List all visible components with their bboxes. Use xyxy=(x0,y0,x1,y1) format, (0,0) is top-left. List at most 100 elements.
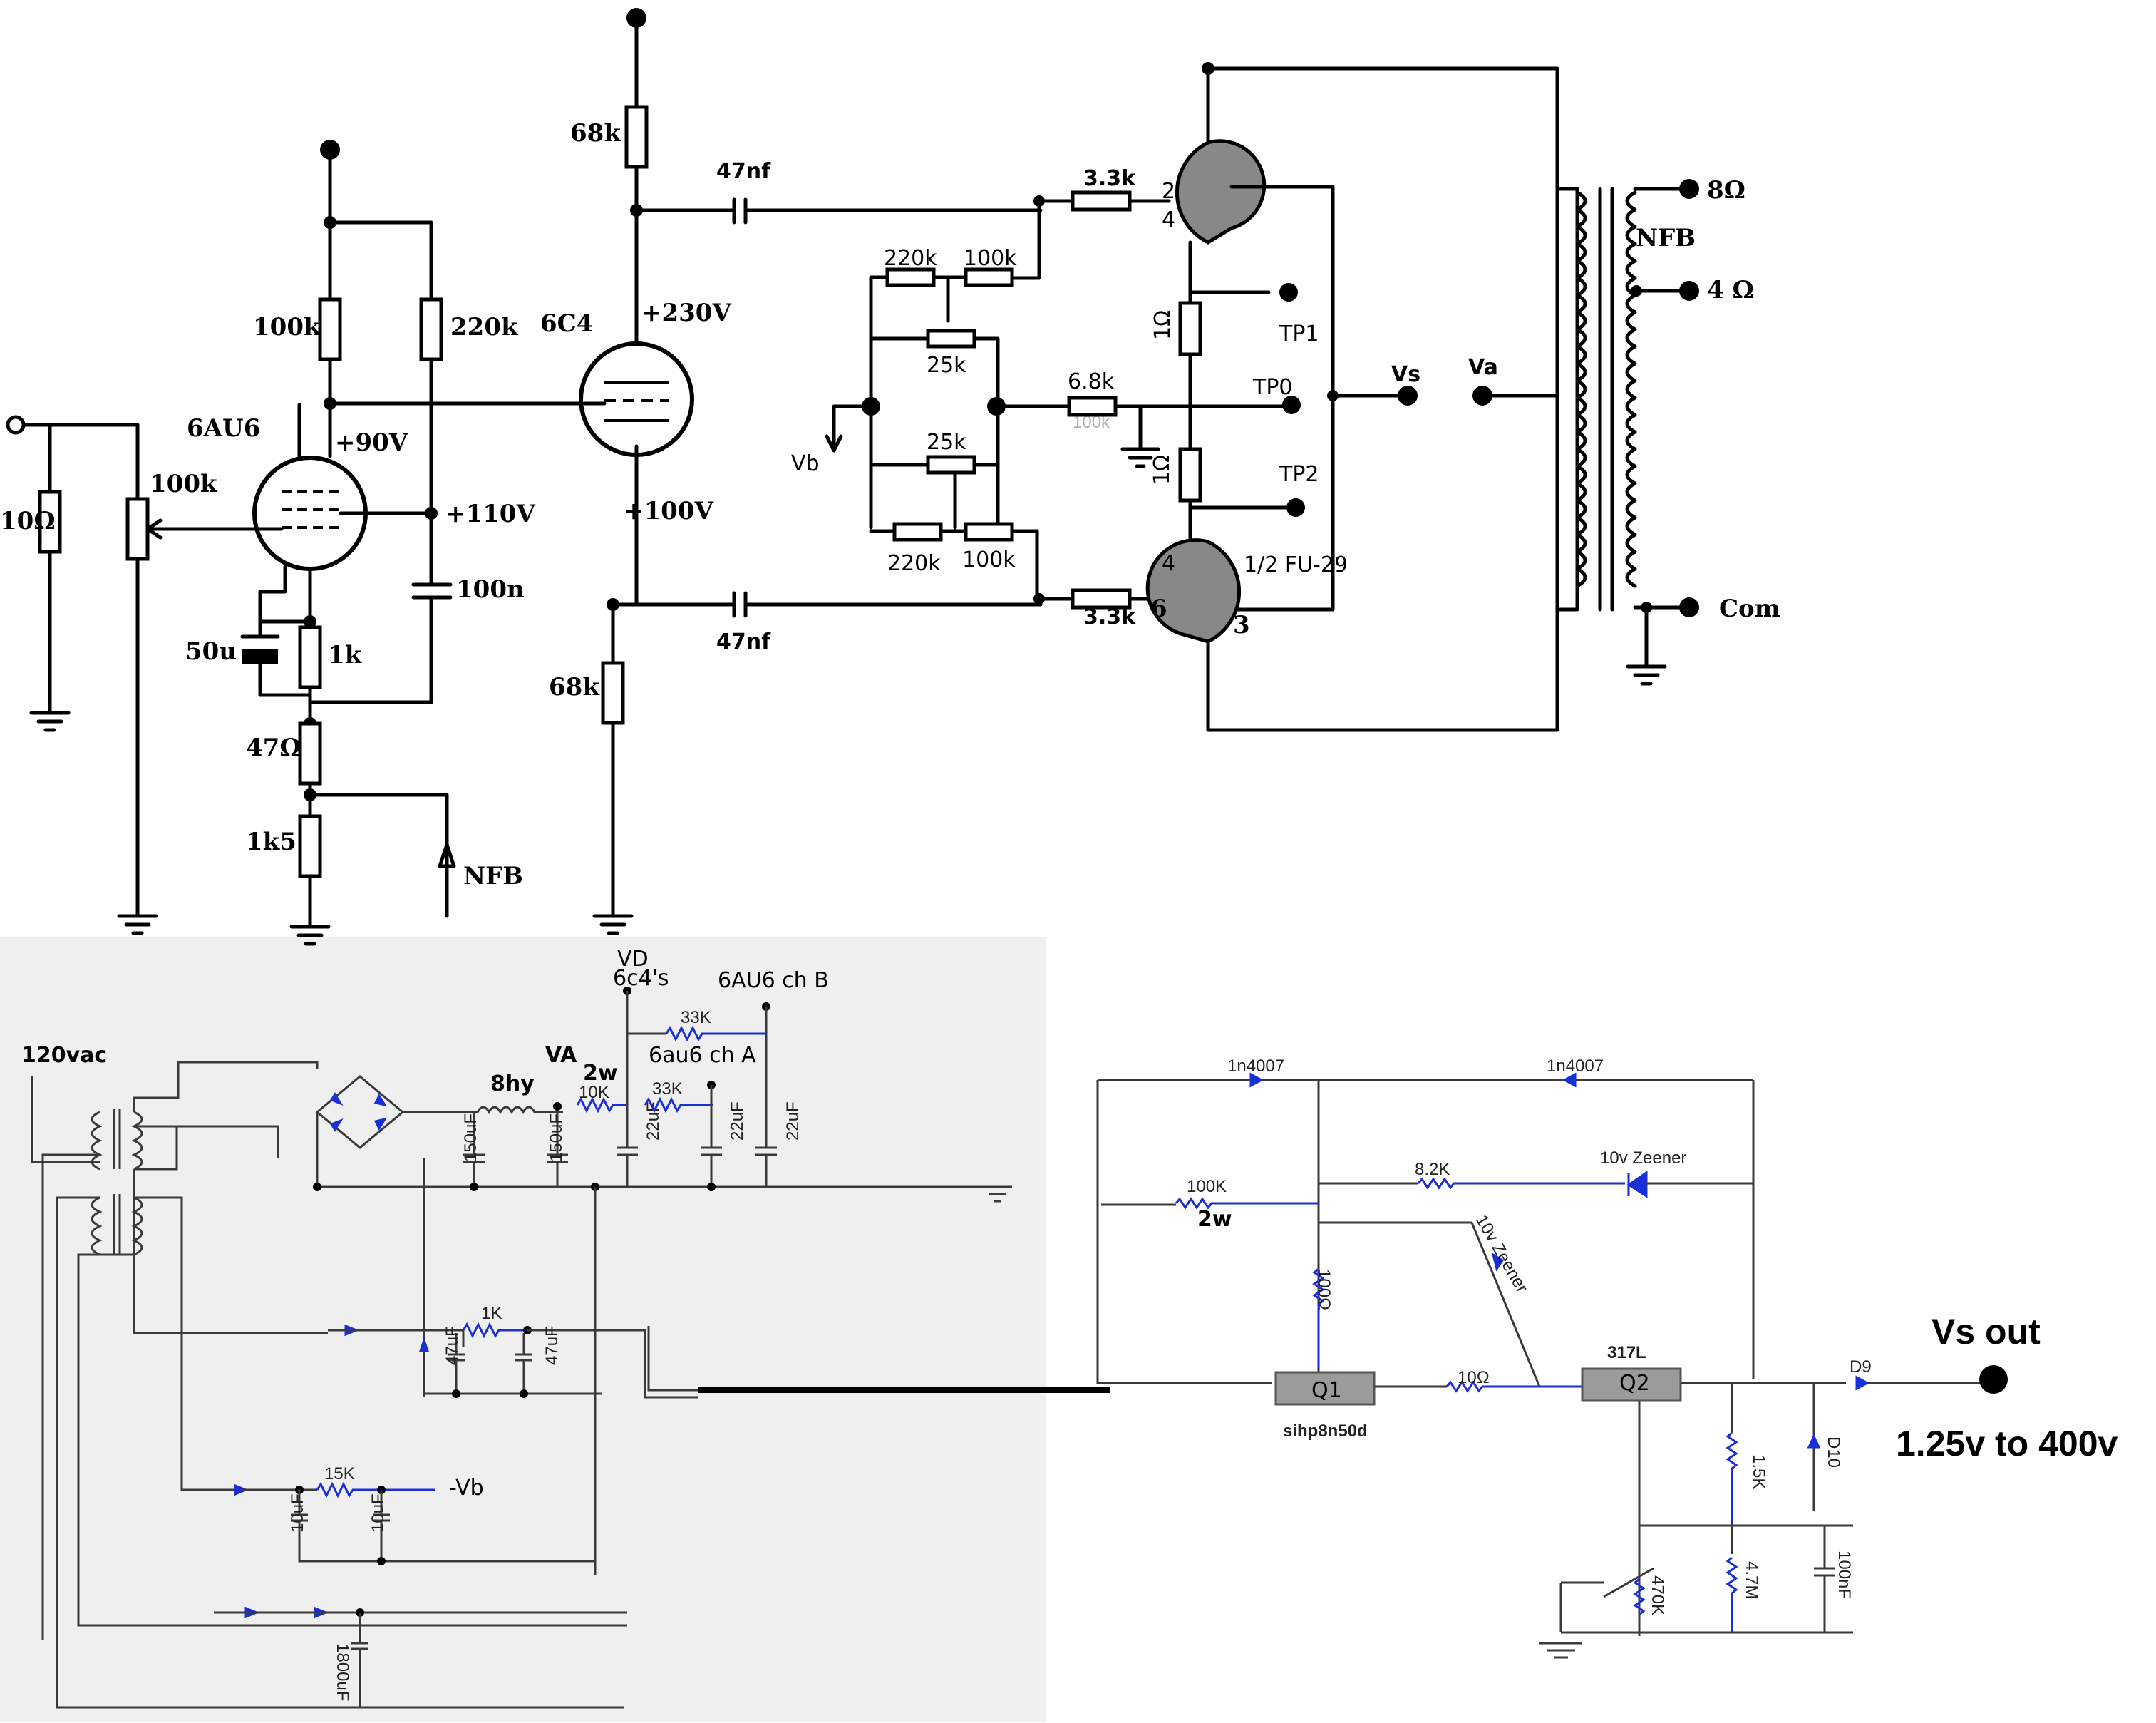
cathode-sense-r1-label: 1Ω xyxy=(1150,310,1175,340)
screen-resistor-label: 220k xyxy=(450,313,519,341)
r100k-w-label: 2w xyxy=(1197,1207,1232,1232)
vs-out-terminal[interactable] xyxy=(1979,1365,2008,1394)
vb-rail-label: -Vb xyxy=(449,1476,484,1501)
range-label: 1.25v to 400v xyxy=(1896,1424,2118,1464)
c100n-label: 100nF xyxy=(1835,1550,1854,1599)
tube-6c4-label: 6C4 xyxy=(540,309,593,338)
pot-top[interactable] xyxy=(926,329,976,349)
bias-r2-label: 100k xyxy=(964,246,1017,271)
pi-plate-resistor-label: 68k xyxy=(570,119,621,148)
c150a-label: 150uF xyxy=(461,1113,480,1162)
volume-pot-label: 100k xyxy=(150,470,218,498)
input-terminal[interactable] xyxy=(6,415,26,435)
q2-part-label: 317L xyxy=(1607,1343,1646,1362)
tp1-terminal[interactable] xyxy=(1279,283,1298,302)
bias-r3 xyxy=(892,522,943,542)
vs-label: Vs xyxy=(1391,362,1420,387)
tap-4-label: 4 Ω xyxy=(1707,276,1754,304)
d10-label: D10 xyxy=(1824,1436,1843,1468)
bias-r3-label: 220k xyxy=(887,551,941,576)
tp2-label: TP2 xyxy=(1279,462,1319,487)
r15k-reg-label: 1.5K xyxy=(1749,1454,1768,1489)
pi-coupling-top-label: 47nf xyxy=(716,159,771,184)
q1-mosfet xyxy=(1274,1371,1376,1406)
vd-label: VD xyxy=(617,947,649,972)
screen-resistor xyxy=(419,297,443,361)
pot-bot-label: 25k xyxy=(927,430,966,455)
cathode-resistor xyxy=(298,625,322,689)
cathode-cap-label: 50u xyxy=(185,637,237,666)
regulator: 1n4007 1n4007 100K 2w 8.2K 10v Zeener 10… xyxy=(1096,1056,2118,1659)
c10b-label: 10uF xyxy=(368,1493,388,1533)
vb-label: Vb xyxy=(791,451,820,476)
input-resistor xyxy=(38,490,62,554)
d9-label: D9 xyxy=(1850,1357,1872,1377)
cathode-resistor-label: 1k xyxy=(328,641,363,669)
tube-fu29-label: 1/2 FU-29 xyxy=(1244,552,1348,577)
feedback-resistor-label: 47Ω xyxy=(246,734,301,762)
r1k-label: 1K xyxy=(481,1304,502,1323)
c150b-label: 150uF xyxy=(547,1113,566,1162)
tp1-label: TP1 xyxy=(1279,322,1319,346)
zener2-label: 10v Zeener xyxy=(1472,1212,1532,1297)
tp0-terminal[interactable] xyxy=(1282,396,1301,414)
screen-cap-label: 100n xyxy=(456,575,525,604)
input-resistor-label: 10Ω xyxy=(0,507,56,535)
r2w-label: 2w xyxy=(583,1061,618,1086)
mains-label: 120vac xyxy=(21,1043,107,1068)
pi-cathode-resistor xyxy=(601,661,625,725)
bias-network: 3.3k 220k 100k 25k Vb 6.8k 100k 25k xyxy=(791,166,1285,629)
tap-4-terminal[interactable] xyxy=(1679,281,1699,301)
pi-cathode-resistor-label: 68k xyxy=(549,673,600,701)
feedback-resistor-2-label: 1k5 xyxy=(246,828,296,856)
r-68k-label: 6.8k xyxy=(1068,369,1115,394)
r10-label: 10Ω xyxy=(1458,1368,1490,1387)
pin-2: 2 xyxy=(1162,179,1175,204)
q1-part-label: sihp8n50d xyxy=(1283,1421,1368,1441)
va-label: Va xyxy=(1468,355,1498,380)
pin-3: 3 xyxy=(1233,611,1250,639)
nfb-output-label: NFB xyxy=(1636,224,1696,252)
r15k-label: 15K xyxy=(324,1464,355,1483)
tp2-terminal[interactable] xyxy=(1286,498,1305,517)
volume-pot[interactable] xyxy=(125,497,150,561)
plate-resistor xyxy=(318,297,342,361)
c22b-label: 22uF xyxy=(728,1101,747,1141)
c10a-label: 10uF xyxy=(288,1493,307,1533)
pin-4: 4 xyxy=(1162,207,1175,232)
tap-8-label: 8Ω xyxy=(1707,176,1745,205)
ch-a-label: 6au6 ch A xyxy=(649,1043,756,1068)
pin-6: 6 xyxy=(1150,595,1167,623)
grid-stopper-top-label: 3.3k xyxy=(1083,166,1136,191)
input-stage: 10Ω 100k 6AU6 100k 220k +90V +110V xyxy=(0,140,587,946)
tp0-label: TP0 xyxy=(1252,375,1293,400)
feedback-resistor-2 xyxy=(298,814,322,878)
cathode-sense-r1 xyxy=(1178,301,1202,356)
power-supply: 120vac 150uF 8hy VA 150uF 2w 10K xyxy=(21,947,1110,1709)
r470k-label: 470K xyxy=(1648,1575,1667,1615)
vd-sub-label: 6c4's xyxy=(613,966,669,991)
pi-cathode-voltage-label: +100V xyxy=(624,497,713,525)
com-label: Com xyxy=(1719,595,1780,623)
bias-r4-label: 100k xyxy=(962,547,1016,572)
pin-4b: 4 xyxy=(1162,551,1175,576)
screen-voltage-label: +110V xyxy=(445,500,535,528)
zener1-label: 10v Zeener xyxy=(1600,1148,1686,1168)
r-68k-hidden-label: 100k xyxy=(1073,413,1110,432)
pot-bot[interactable] xyxy=(926,455,976,475)
grid-stopper-bot-label: 3.3k xyxy=(1083,605,1136,629)
phase-inverter: 68k 47nf +230V 6C4 47nf +100V 68k xyxy=(540,8,1043,935)
com-terminal[interactable] xyxy=(1679,597,1699,617)
feedback-resistor xyxy=(298,721,322,786)
tap-8-terminal[interactable] xyxy=(1679,179,1699,199)
bias-r1-label: 220k xyxy=(884,246,937,271)
plate-voltage-label: +90V xyxy=(335,428,408,457)
d1-label: 1n4007 xyxy=(1227,1056,1284,1076)
c47a-label: 47uF xyxy=(443,1326,462,1365)
r100k-label: 100K xyxy=(1187,1177,1227,1196)
r33k-label: 33K xyxy=(652,1079,683,1099)
c1800-label: 1800uF xyxy=(333,1643,352,1701)
va-rail-label: VA xyxy=(545,1043,577,1068)
vs-terminal[interactable] xyxy=(1398,386,1418,406)
r33k-top-label: 33K xyxy=(681,1008,711,1027)
